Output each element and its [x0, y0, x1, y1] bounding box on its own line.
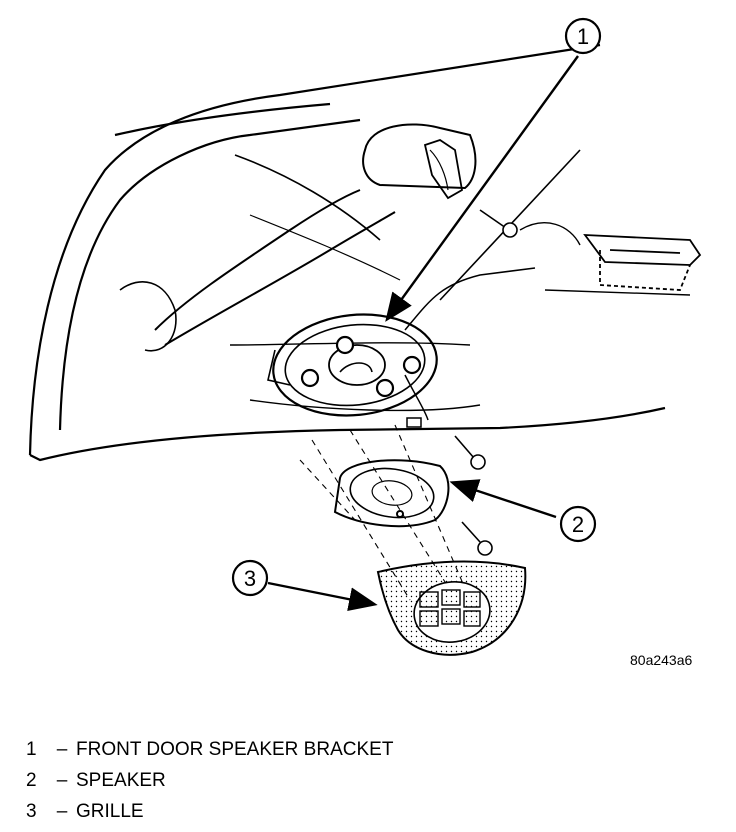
legend-item-grille: 3–GRILLE: [26, 796, 393, 827]
legend-number: 2: [26, 770, 37, 791]
callout-3: 3: [231, 559, 269, 597]
screw-icon: [461, 521, 493, 556]
door-speaker-diagram: 1 2 3: [28, 17, 702, 656]
screw-icon: [454, 435, 486, 470]
callout-1-number: 1: [577, 24, 589, 49]
grille: [376, 560, 527, 656]
legend-dash: –: [56, 801, 68, 822]
door-panel: [28, 43, 691, 462]
legend-item-speaker: 2–SPEAKER: [26, 765, 393, 796]
speaker-bracket: [267, 313, 438, 417]
speaker-wire: [404, 267, 536, 428]
legend-number: 1: [26, 739, 37, 760]
callout-1: 1: [564, 17, 602, 55]
legend-label: GRILLE: [76, 801, 144, 822]
lock-switch: [583, 234, 702, 291]
callout-2: 2: [559, 505, 597, 543]
callout-3-number: 3: [244, 566, 256, 591]
legend-label: FRONT DOOR SPEAKER BRACKET: [76, 739, 394, 760]
legend-label: SPEAKER: [76, 770, 166, 791]
callout-2-number: 2: [572, 512, 584, 537]
door-handle: [362, 123, 477, 200]
figure-code: 80a243a6: [630, 652, 693, 668]
speaker: [333, 459, 450, 528]
legend-dash: –: [56, 739, 68, 760]
screw-icon: [479, 209, 518, 238]
legend-item-bracket: 1–FRONT DOOR SPEAKER BRACKET: [26, 734, 393, 765]
legend: 1–FRONT DOOR SPEAKER BRACKET 2–SPEAKER 3…: [26, 734, 393, 827]
callout-arrows: [267, 55, 579, 612]
legend-dash: –: [56, 770, 68, 791]
legend-number: 3: [26, 801, 37, 822]
